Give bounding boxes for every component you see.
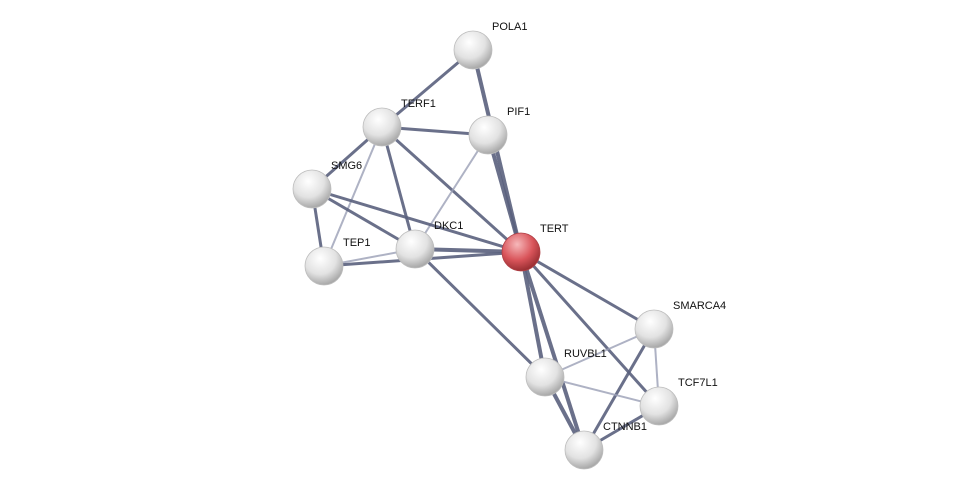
- node-circle[interactable]: [639, 386, 679, 426]
- edge-tert-ruvbl1[interactable]: [519, 251, 547, 378]
- edge-tert-smarca4[interactable]: [520, 250, 655, 331]
- node-dkc1[interactable]: DKC1: [395, 220, 463, 269]
- node-circle[interactable]: [304, 246, 344, 286]
- node-ruvbl1[interactable]: RUVBL1: [525, 348, 607, 397]
- node-tert[interactable]: TERT: [501, 223, 569, 272]
- edge-pif1-dkc1[interactable]: [414, 134, 489, 250]
- edge-ruvbl1-tcf7l1[interactable]: [544, 376, 660, 407]
- edge-terf1-dkc1[interactable]: [380, 126, 417, 250]
- node-circle[interactable]: [634, 309, 674, 349]
- node-label: RUVBL1: [564, 348, 607, 360]
- node-tep1[interactable]: TEP1: [304, 237, 371, 286]
- node-circle[interactable]: [395, 229, 435, 269]
- edge-smg6-tert[interactable]: [311, 187, 522, 254]
- node-circle[interactable]: [453, 30, 493, 70]
- node-label: CTNNB1: [603, 421, 647, 433]
- edge-terf1-tep1[interactable]: [323, 126, 383, 267]
- node-circle[interactable]: [362, 107, 402, 147]
- node-circle[interactable]: [564, 430, 604, 470]
- node-label: TCF7L1: [678, 377, 718, 389]
- node-tcf7l1[interactable]: TCF7L1: [639, 377, 718, 426]
- node-label: POLA1: [492, 21, 527, 33]
- node-circle[interactable]: [501, 232, 541, 272]
- node-label: TERT: [540, 223, 569, 235]
- node-label: SMG6: [331, 160, 362, 172]
- node-ctnnb1[interactable]: CTNNB1: [564, 421, 647, 470]
- edge-dkc1-ruvbl1[interactable]: [413, 247, 547, 379]
- edge-terf1-tert[interactable]: [380, 125, 523, 254]
- edge-smarca4-ctnnb1[interactable]: [582, 328, 656, 451]
- node-pola1[interactable]: POLA1: [453, 21, 527, 70]
- edge-smarca4-ruvbl1[interactable]: [544, 328, 655, 378]
- node-smarca4[interactable]: SMARCA4: [634, 300, 726, 349]
- edge-smg6-dkc1[interactable]: [311, 187, 416, 251]
- node-terf1[interactable]: TERF1: [362, 98, 436, 147]
- edge-tert-ctnnb1[interactable]: [519, 251, 586, 451]
- node-label: SMARCA4: [673, 300, 726, 312]
- node-label: DKC1: [434, 220, 463, 232]
- edge-tert-tcf7l1[interactable]: [519, 250, 661, 408]
- node-pif1[interactable]: PIF1: [468, 106, 530, 155]
- node-circle[interactable]: [468, 115, 508, 155]
- node-circle[interactable]: [292, 169, 332, 209]
- edge-pif1-tert[interactable]: [486, 134, 523, 253]
- node-label: TEP1: [343, 237, 371, 249]
- node-smg6[interactable]: SMG6: [292, 160, 362, 209]
- node-label: PIF1: [507, 106, 530, 118]
- node-circle[interactable]: [525, 357, 565, 397]
- edge-pola1-terf1[interactable]: [381, 48, 474, 129]
- node-label: TERF1: [401, 98, 436, 110]
